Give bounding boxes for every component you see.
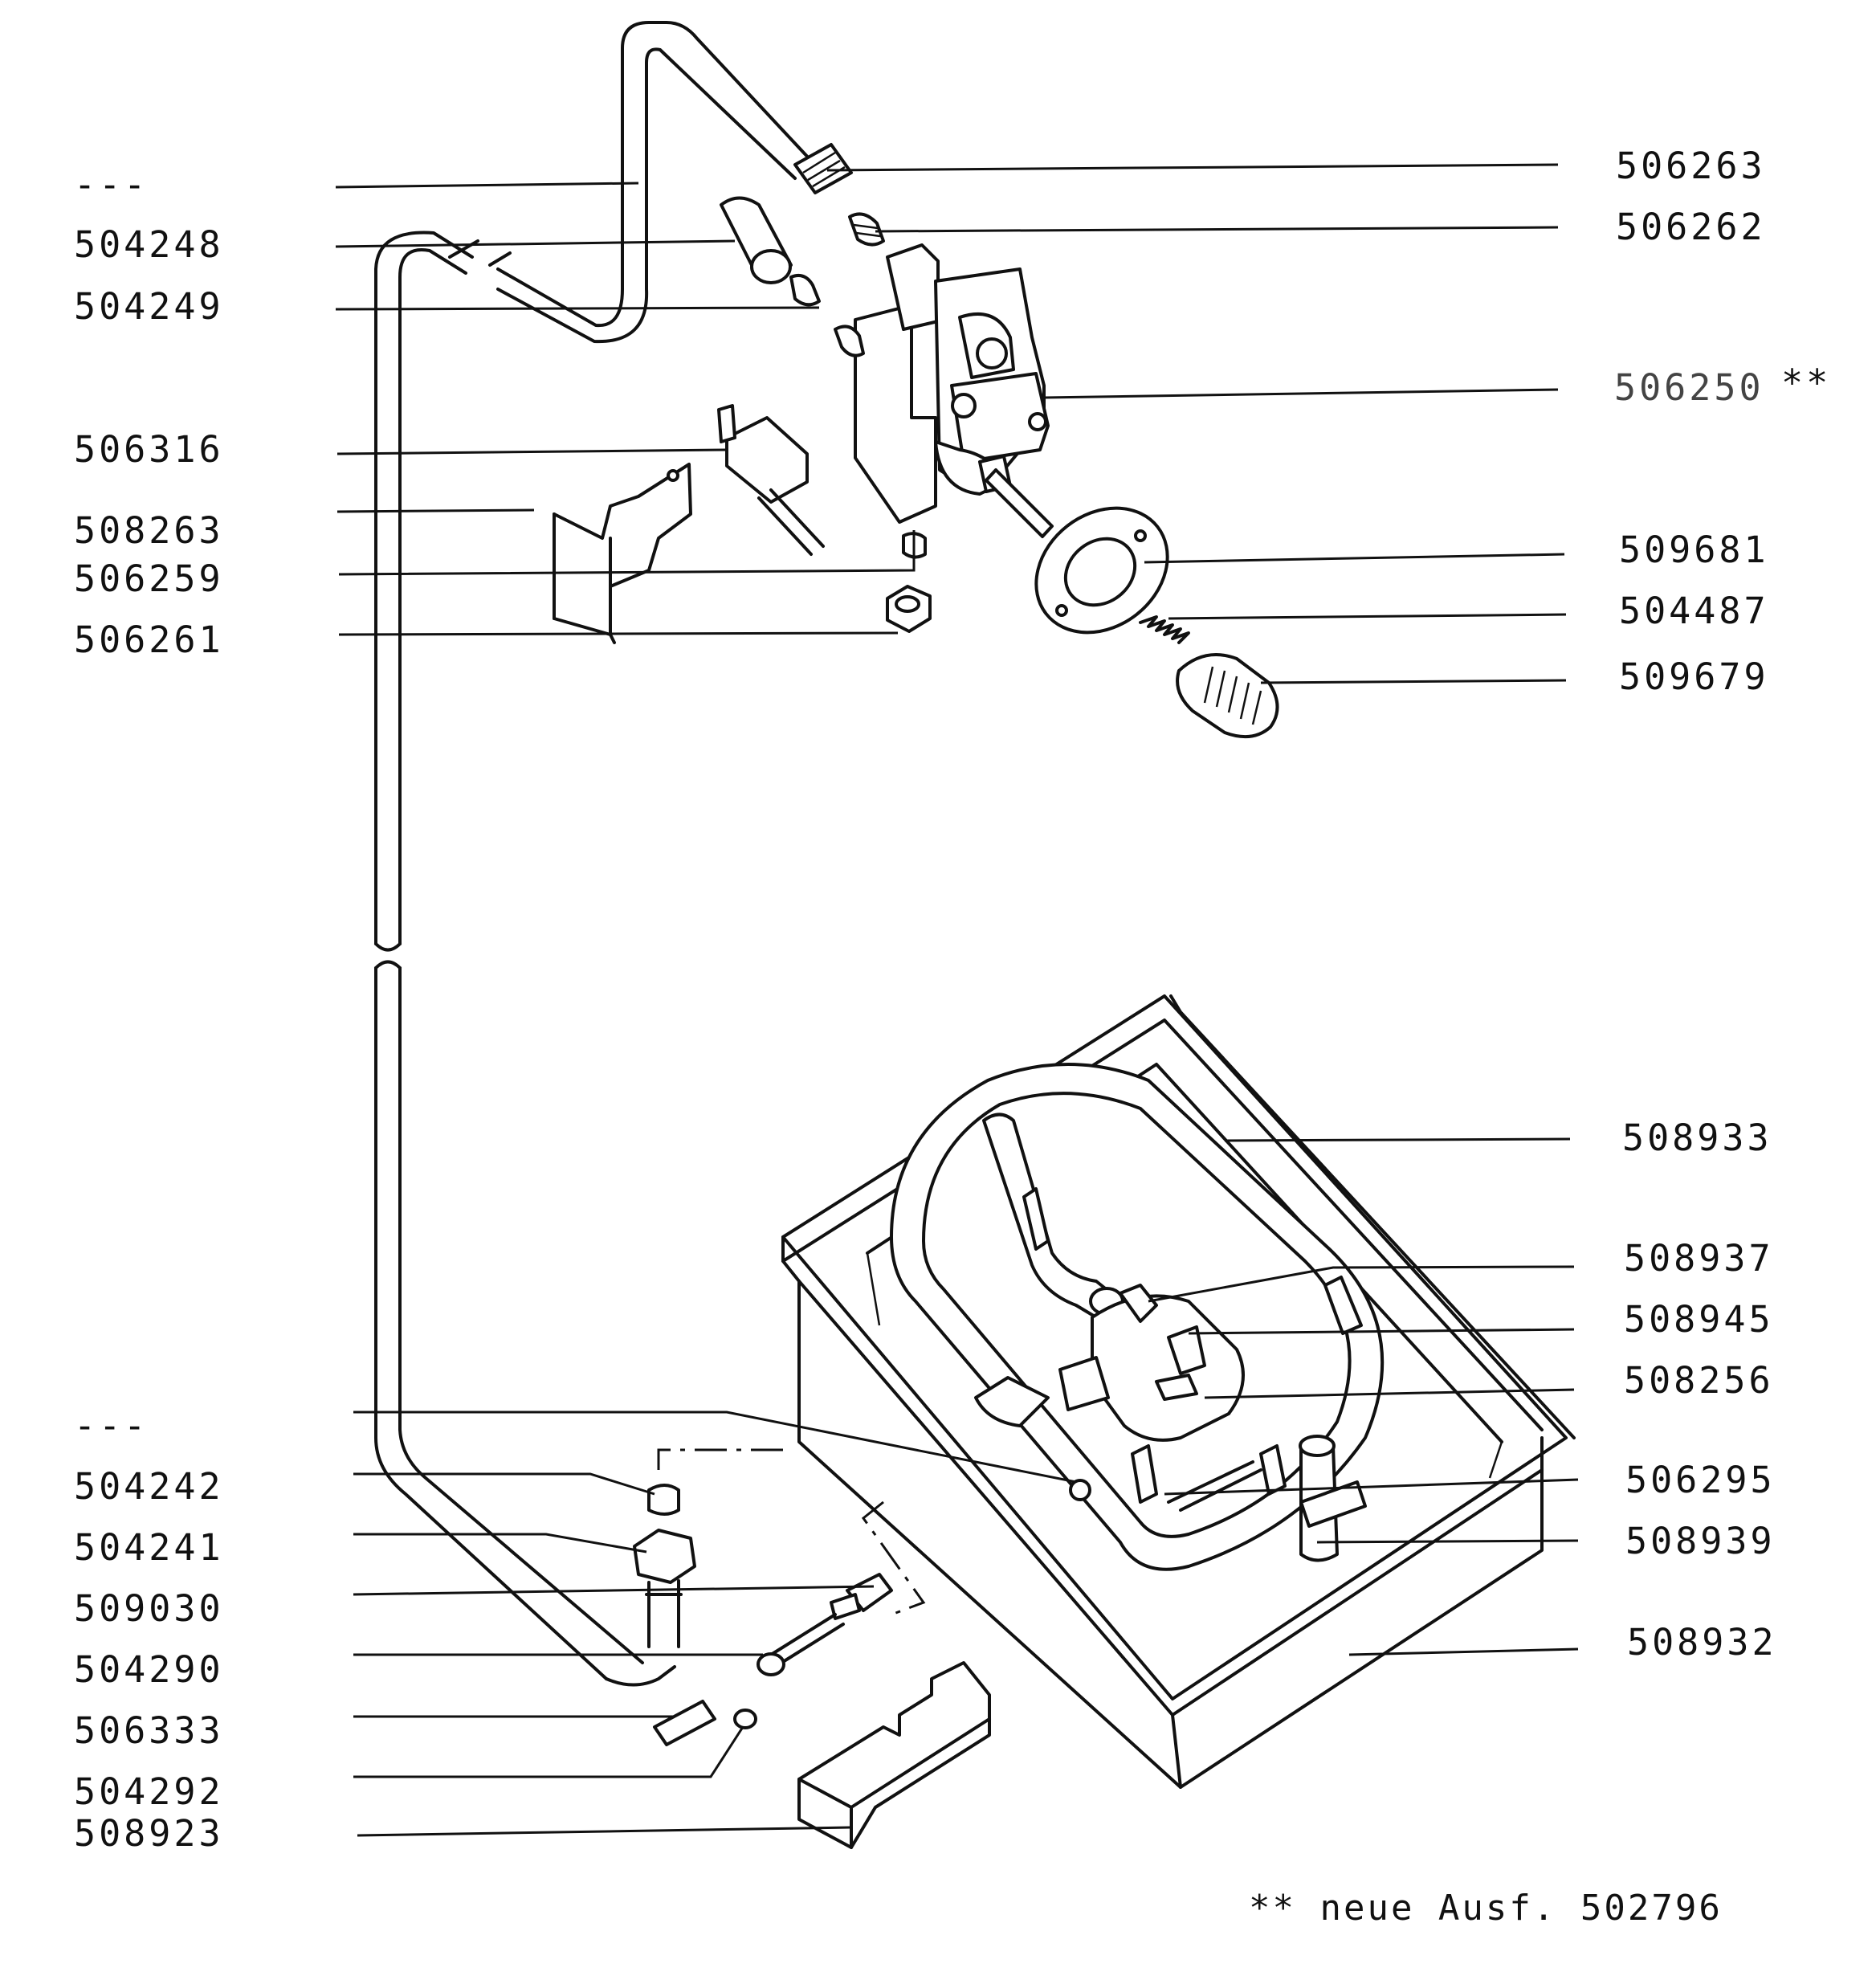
spring [1139, 615, 1190, 644]
part-number-label: 504248 [74, 223, 224, 266]
footnote: ** neue Ausf. 502796 [1249, 1888, 1723, 1929]
new-version-marker: ** [1781, 361, 1831, 404]
control-knob [1176, 653, 1279, 739]
part-number-label: --- [74, 163, 149, 206]
part-number-label: --- [74, 1404, 149, 1447]
escutcheon-ring [1034, 506, 1169, 635]
part-number-label: 506295 [1625, 1459, 1776, 1501]
nut-fitting [886, 585, 932, 633]
right-part-numbers: 506263 506262 506250 ** 509681 504487 50… [1614, 145, 1831, 1664]
part-number-label: 506263 [1616, 145, 1766, 187]
part-number-label: 506316 [74, 428, 224, 471]
part-number-label: 504249 [74, 285, 224, 328]
part-number-label: 506333 [74, 1709, 224, 1752]
part-number-label: 509679 [1619, 655, 1769, 698]
part-number-label: 508923 [74, 1812, 224, 1855]
part-number-label: 508933 [1622, 1117, 1772, 1159]
part-number-label: 506262 [1616, 206, 1766, 248]
part-number-label: 504241 [74, 1526, 224, 1569]
left-part-numbers: --- 504248 504249 506316 508263 506259 5… [74, 163, 224, 1855]
part-number-label: 509030 [74, 1587, 224, 1630]
part-number-label: 508939 [1625, 1520, 1776, 1562]
part-number-label: 508945 [1624, 1298, 1774, 1341]
microswitch [717, 404, 825, 556]
part-number-label: 508937 [1624, 1237, 1774, 1280]
part-number-label: 509681 [1619, 529, 1769, 571]
part-number-label: 504290 [74, 1648, 224, 1691]
gas-pipe [374, 21, 813, 1687]
part-number-label: 506261 [74, 619, 224, 661]
part-number-label: 504487 [1619, 590, 1769, 632]
part-number-label: 508263 [74, 509, 224, 552]
part-number-label: 506259 [74, 557, 224, 600]
part-number-label: 508932 [1627, 1621, 1777, 1664]
ignition-parts [633, 1448, 991, 1849]
part-number-label: 504292 [74, 1770, 224, 1813]
part-number-label: 508256 [1624, 1359, 1774, 1402]
gas-valve-assembly [720, 143, 1054, 538]
leader-lines [335, 163, 1579, 1837]
mounting-bracket [553, 463, 692, 644]
part-number-label: 504242 [74, 1465, 224, 1508]
part-number-label: 506250 [1614, 366, 1764, 409]
burner-ring [890, 1063, 1385, 1571]
